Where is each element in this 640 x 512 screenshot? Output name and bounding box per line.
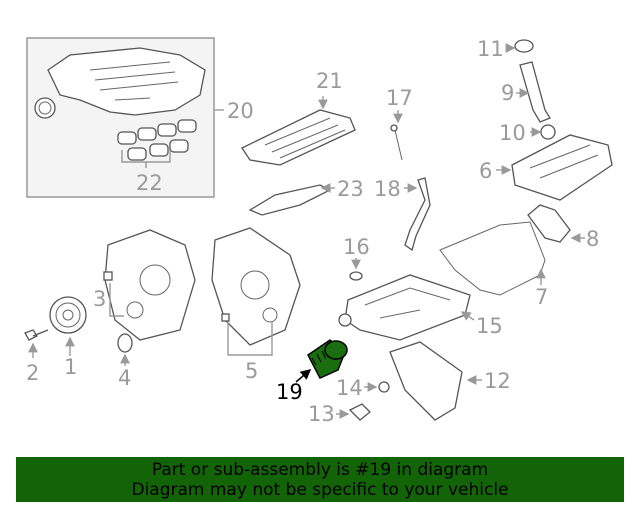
callout-2: 2 [26, 361, 39, 385]
dowel-part[interactable] [103, 271, 113, 281]
callout-21: 21 [316, 69, 343, 93]
plenum-gasket-part[interactable] [248, 184, 332, 216]
dowel-part[interactable] [221, 313, 230, 322]
oil-filter-part[interactable] [307, 339, 348, 379]
o-ring-part[interactable] [349, 271, 363, 281]
pulley-bolt-part[interactable] [24, 329, 49, 341]
dipstick-part[interactable] [394, 129, 403, 161]
callout-14: 14 [336, 376, 363, 400]
callout-15: 15 [476, 314, 503, 338]
gasket-part[interactable] [527, 204, 571, 243]
callout-1: 1 [64, 355, 77, 379]
callout-4: 4 [118, 366, 131, 390]
crank-pulley-part[interactable] [49, 296, 87, 334]
lower-oil-pan-part[interactable] [389, 341, 463, 421]
front-cover-part[interactable] [104, 229, 196, 341]
intake-gasket-part[interactable] [117, 119, 197, 161]
callout-18: 18 [374, 177, 401, 201]
callout-10: 10 [499, 121, 526, 145]
callout-16: 16 [343, 235, 370, 259]
upper-oil-pan-part[interactable] [338, 274, 471, 341]
callout-5: 5 [245, 359, 258, 383]
callout-12: 12 [484, 369, 511, 393]
callout-22: 22 [136, 171, 163, 195]
callout-9: 9 [501, 81, 514, 105]
banner-line-2: Diagram may not be specific to your vehi… [131, 480, 509, 500]
banner-line-1: Part or sub-assembly is #19 in diagram [151, 460, 489, 480]
valve-cover-part[interactable] [511, 134, 613, 201]
callout-11: 11 [477, 37, 504, 61]
intake-manifold-part[interactable] [34, 47, 206, 119]
oil-pan-gasket-part[interactable] [439, 221, 546, 296]
parts-diagram: 1 2 3 4 5 6 7 8 9 10 11 12 13 14 15 16 1… [24, 37, 613, 426]
oil-filler-tube-part[interactable] [519, 61, 551, 123]
callout-6: 6 [479, 159, 492, 183]
info-banner: Part or sub-assembly is #19 in diagram D… [16, 457, 624, 502]
callout-3: 3 [93, 287, 106, 311]
drain-washer-part[interactable] [378, 381, 390, 393]
cap-part[interactable] [514, 39, 534, 53]
callout-19: 19 [276, 380, 303, 404]
callout-13: 13 [308, 402, 335, 426]
timing-cover-part[interactable] [211, 227, 301, 346]
callout-8: 8 [586, 227, 599, 251]
drain-plug-part[interactable] [348, 403, 371, 421]
seal-part[interactable] [540, 124, 556, 140]
dipstick-tube-part[interactable] [404, 177, 431, 252]
callout-17: 17 [386, 86, 413, 110]
callout-23: 23 [337, 177, 364, 201]
front-seal-part[interactable] [117, 333, 133, 353]
plenum-part[interactable] [241, 109, 356, 166]
callout-7: 7 [535, 285, 548, 309]
callout-20: 20 [227, 99, 254, 123]
